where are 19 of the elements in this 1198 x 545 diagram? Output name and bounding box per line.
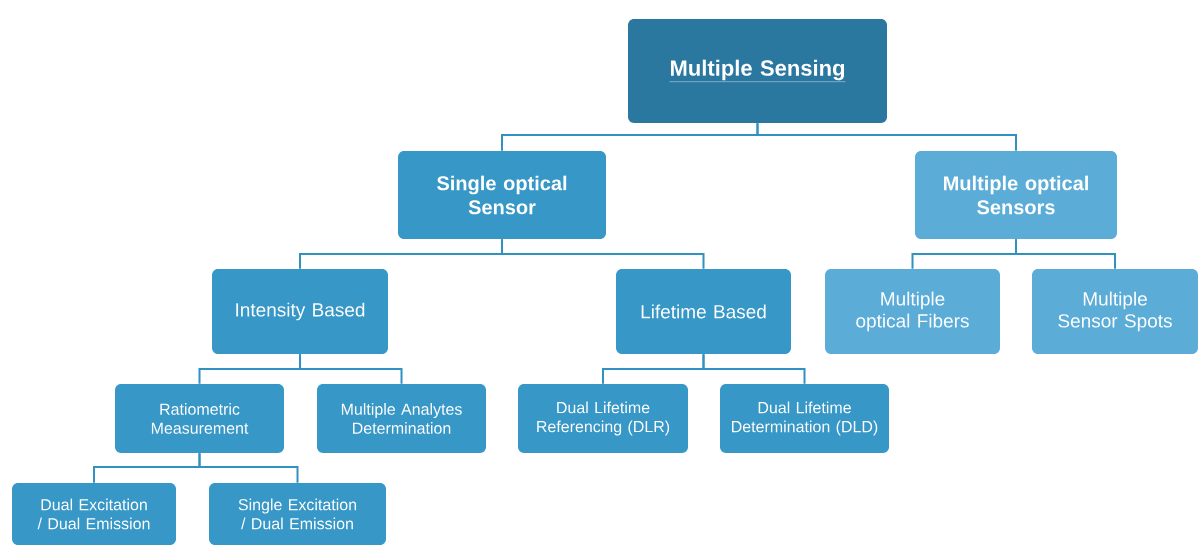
method-box: Multiple Sensor Spots	[1032, 269, 1198, 354]
title-box: Multiple Sensing	[628, 19, 887, 123]
connector-line	[1015, 238, 1116, 270]
method-box: Dual Excitation / Dual Emission	[12, 483, 176, 545]
method-box: Dual Lifetime Referencing (DLR)	[518, 384, 688, 453]
method-box: Single Excitation / Dual Emission	[209, 483, 386, 545]
category-box: Multiple optical Sensors	[915, 151, 1117, 239]
method-box: Multiple Analytes Determination	[317, 384, 486, 453]
connector-line	[501, 238, 705, 270]
connector-line	[756, 122, 1017, 152]
category-box: Single optical Sensor	[398, 151, 606, 239]
connector-line	[299, 353, 403, 385]
method-box: Multiple optical Fibers	[825, 269, 1000, 354]
method-box: Ratiometric Measurement	[115, 384, 284, 453]
method-box: Dual Lifetime Determination (DLD)	[720, 384, 889, 453]
connector-line	[198, 452, 299, 484]
connector-line	[702, 353, 806, 385]
method-box: Lifetime Based	[616, 269, 791, 354]
method-box: Intensity Based	[212, 269, 388, 354]
